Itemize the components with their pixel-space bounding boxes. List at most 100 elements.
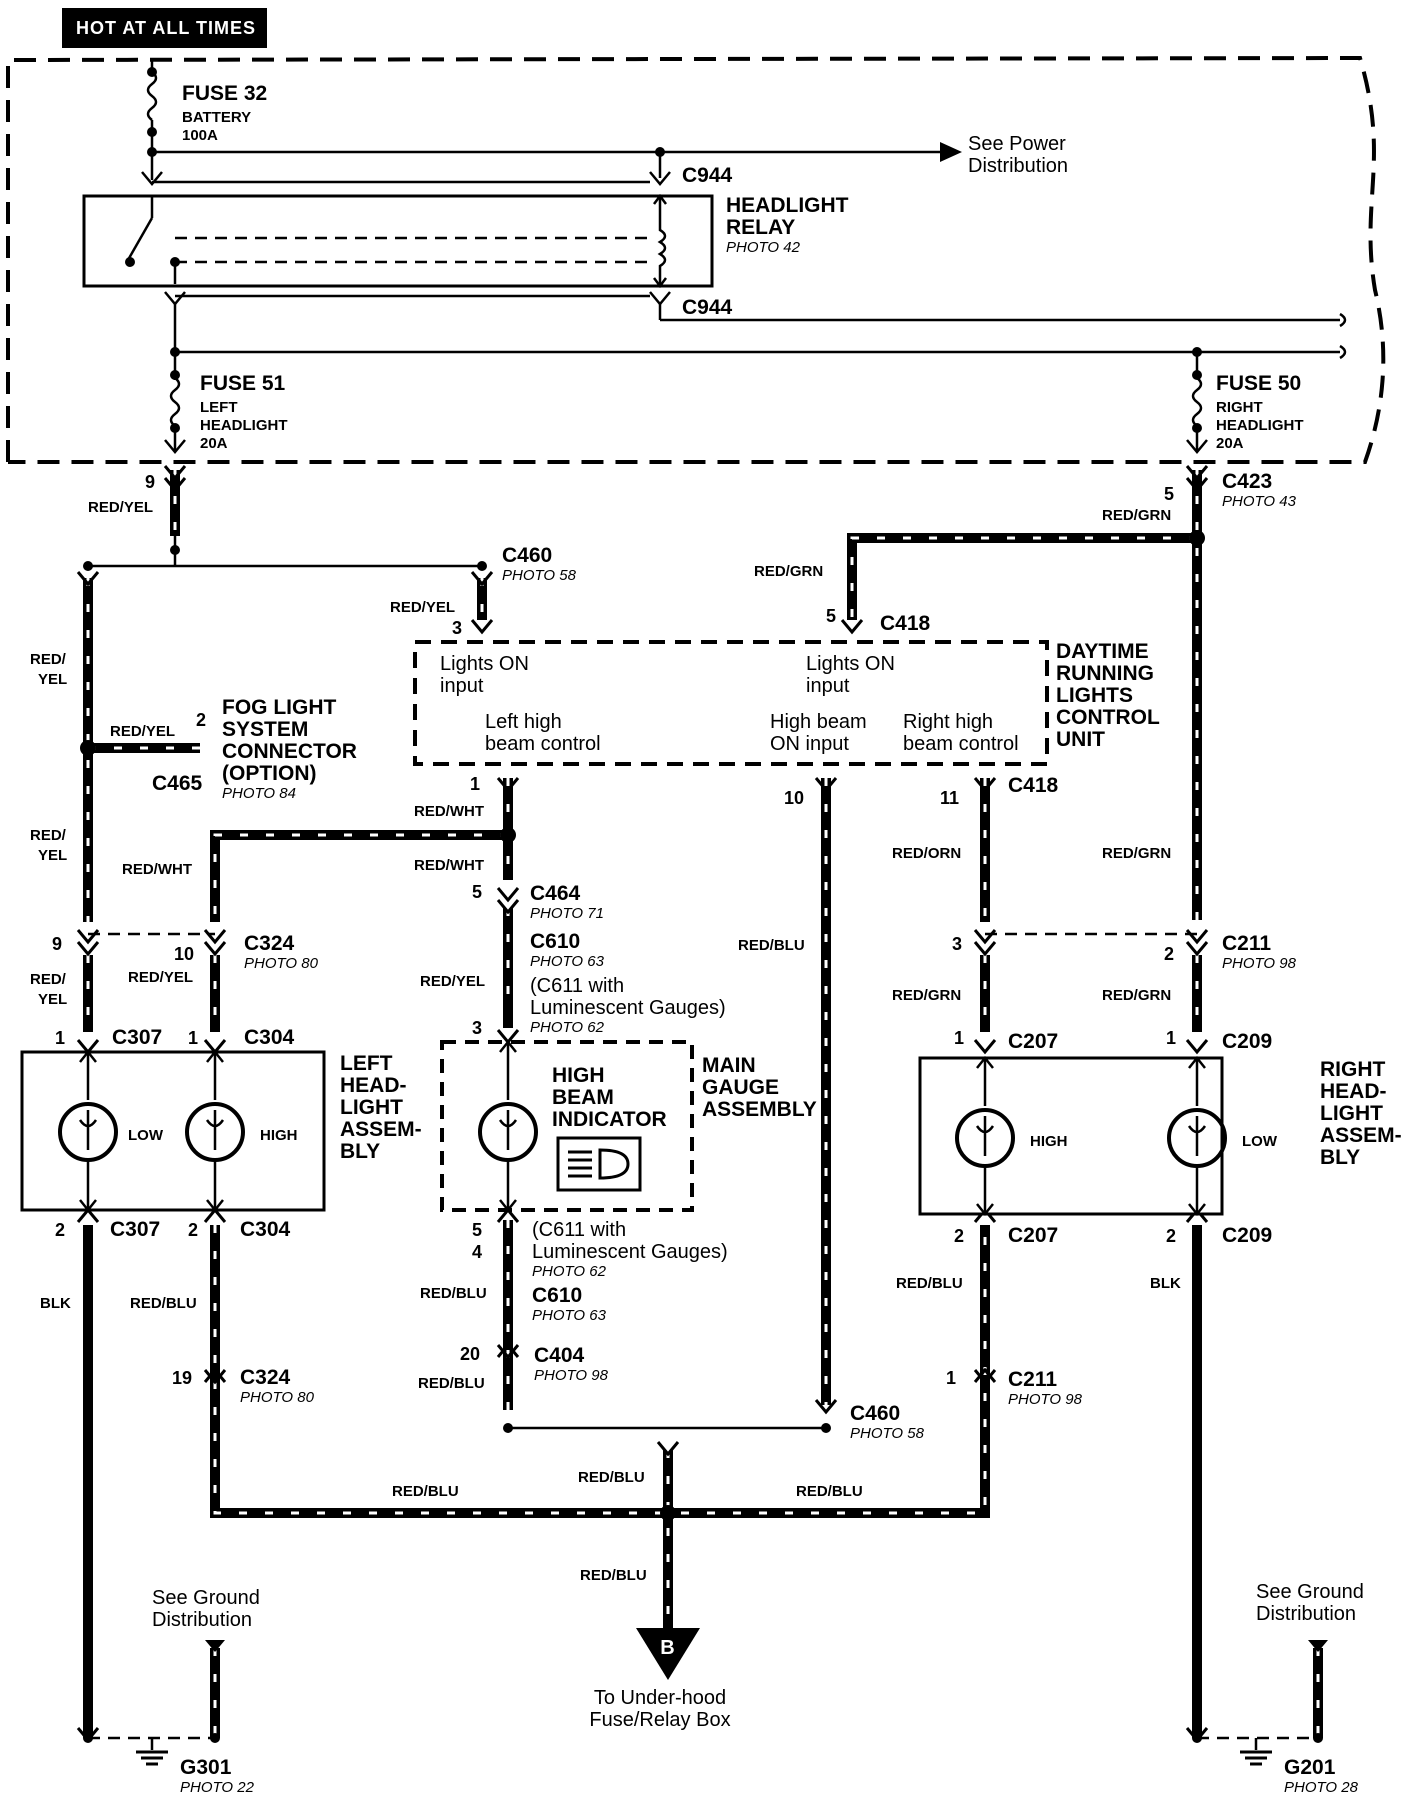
bottom-dest-2: Fuse/Relay Box: [589, 1709, 730, 1731]
label-wires-rg: RED/GRN: [754, 563, 823, 580]
label-wires-ry: RED/YEL: [88, 499, 153, 516]
banner-text: HOT AT ALL TIMES: [76, 18, 256, 38]
label-gauge-lum_top-0: (C611 with: [530, 975, 624, 997]
label-pins-p3: 3: [452, 618, 462, 638]
left-low-label: LOW: [128, 1127, 164, 1144]
label-photos-p63: PHOTO 63: [532, 1307, 607, 1324]
left-assy-title-5: BLY: [340, 1140, 380, 1163]
label-wires-rg: RED/GRN: [1102, 845, 1171, 862]
hot-at-all-times-banner: [62, 8, 267, 48]
fuse-51-sub2: HEADLIGHT: [200, 417, 288, 434]
label-wires-rb: RED/BLU: [418, 1375, 485, 1392]
b-marker-icon: [636, 1628, 700, 1680]
fog-photo: PHOTO 84: [222, 785, 296, 802]
power-ref-1: See Power: [968, 133, 1066, 155]
drl-lights-on-left-2: input: [440, 675, 484, 697]
headlight-relay: [82, 194, 714, 288]
g201-label: G201: [1284, 1756, 1336, 1779]
label-wires-red_split: RED/: [30, 651, 67, 668]
label-wires-ry: RED/YEL: [420, 973, 485, 990]
label-wires-red_split: RED/: [30, 971, 67, 988]
left-assy-title-3: LIGHT: [340, 1096, 403, 1119]
ground-g301-icon: [136, 1738, 168, 1766]
label-photos-p43: PHOTO 43: [1222, 493, 1297, 510]
label-pins-p1: 1: [946, 1368, 956, 1388]
left-assy-title-2: HEAD-: [340, 1074, 407, 1097]
label-pins-p2: 2: [55, 1220, 65, 1240]
label-wires-rg: RED/GRN: [1102, 987, 1171, 1004]
fog-title-2: SYSTEM: [222, 718, 308, 741]
drl-title-1: DAYTIME: [1056, 640, 1149, 663]
high-beam-symbol-icon: [556, 1136, 642, 1192]
label-pins-p20: 20: [460, 1344, 480, 1364]
left-ground-ref-1: See Ground: [152, 1587, 260, 1609]
label-photos-p98: PHOTO 98: [534, 1367, 609, 1384]
label-connectors-c207: C207: [1008, 1224, 1058, 1247]
label-connectors-c610: C610: [532, 1284, 582, 1307]
fuse-32: [146, 60, 158, 180]
label-connectors-c207: C207: [1008, 1030, 1058, 1053]
label-pins-p2: 2: [188, 1220, 198, 1240]
label-wires-rb: RED/BLU: [130, 1295, 197, 1312]
label-photos-p98: PHOTO 98: [1008, 1391, 1083, 1408]
label-pins-p3: 3: [952, 934, 962, 954]
label-connectors-c324: C324: [240, 1366, 291, 1389]
fuse-51-sub1: LEFT: [200, 399, 238, 416]
right-high-bulb-icon: [955, 1055, 1015, 1217]
label-connectors-c209: C209: [1222, 1030, 1272, 1053]
label-wires-rb: RED/BLU: [420, 1285, 487, 1302]
relay-switch-icon: [125, 193, 667, 289]
b-marker-letter: B: [660, 1637, 675, 1659]
label-pins-p5: 5: [472, 1220, 482, 1240]
indicator-title-1: HIGH: [552, 1064, 605, 1087]
g301-label: G301: [180, 1756, 232, 1779]
gauge-title-3: ASSEMBLY: [702, 1098, 817, 1121]
label-pins-p1: 1: [470, 774, 480, 794]
label-connectors-c418: C418: [1008, 774, 1059, 797]
label-wires-rb: RED/BLU: [580, 1567, 647, 1584]
label-pins-p2: 2: [1166, 1226, 1176, 1246]
power-ref-2: Distribution: [968, 155, 1068, 177]
label-connectors-c460: C460: [502, 544, 552, 567]
drl-lights-on-right-2: input: [806, 675, 850, 697]
label-wires-rb: RED/BLU: [738, 937, 805, 954]
label-photos-p58: PHOTO 58: [502, 567, 577, 584]
c465-label: C465: [152, 772, 203, 795]
label-photos-p80: PHOTO 80: [244, 955, 319, 972]
drl-title-5: UNIT: [1056, 728, 1105, 751]
fuse-50-sub2: HEADLIGHT: [1216, 417, 1304, 434]
drl-high-on-2: ON input: [770, 733, 849, 755]
label-pins-p1: 1: [1166, 1028, 1176, 1048]
c944-top-label: C944: [682, 164, 733, 187]
indicator-title-2: BEAM: [552, 1086, 614, 1109]
label-connectors-c211: C211: [1222, 932, 1271, 955]
fuse-50-label: FUSE 50: [1216, 372, 1301, 395]
bottom-dest-1: To Under-hood: [594, 1687, 726, 1709]
label-pins-p2: 2: [954, 1226, 964, 1246]
label-photos-p71: PHOTO 71: [530, 905, 604, 922]
relay-photo: PHOTO 42: [726, 239, 801, 256]
label-photos-p98: PHOTO 98: [1222, 955, 1297, 972]
drl-left-high-1: Left high: [485, 711, 562, 733]
right-assy-title-1: RIGHT: [1320, 1058, 1386, 1081]
ground-g201-icon: [1240, 1738, 1272, 1766]
label-pins-p10: 10: [174, 944, 194, 964]
fog-title-4: (OPTION): [222, 762, 317, 785]
label-pins-p5: 5: [472, 882, 482, 902]
right-ground-ref-1: See Ground: [1256, 1581, 1364, 1603]
label-pins-p1: 1: [954, 1028, 964, 1048]
fuse-32-sub1: BATTERY: [182, 109, 251, 126]
label-gauge-lum_bot-1: Luminescent Gauges): [532, 1241, 728, 1263]
label-connectors-c307: C307: [110, 1218, 160, 1241]
fog-pin: 2: [196, 710, 206, 730]
label-wires-blk: BLK: [1150, 1275, 1181, 1292]
label-photos-p62: PHOTO 62: [530, 1019, 605, 1036]
label-pins-p3: 3: [472, 1018, 482, 1038]
label-wires-ry: RED/YEL: [128, 969, 193, 986]
label-wires-rb: RED/BLU: [796, 1483, 863, 1500]
label-wires-rb: RED/BLU: [392, 1483, 459, 1500]
left-headlight-assembly: [20, 1050, 326, 1212]
label-connectors-c460: C460: [850, 1402, 900, 1425]
left-ground-ref-arrow-icon: [205, 1640, 225, 1652]
